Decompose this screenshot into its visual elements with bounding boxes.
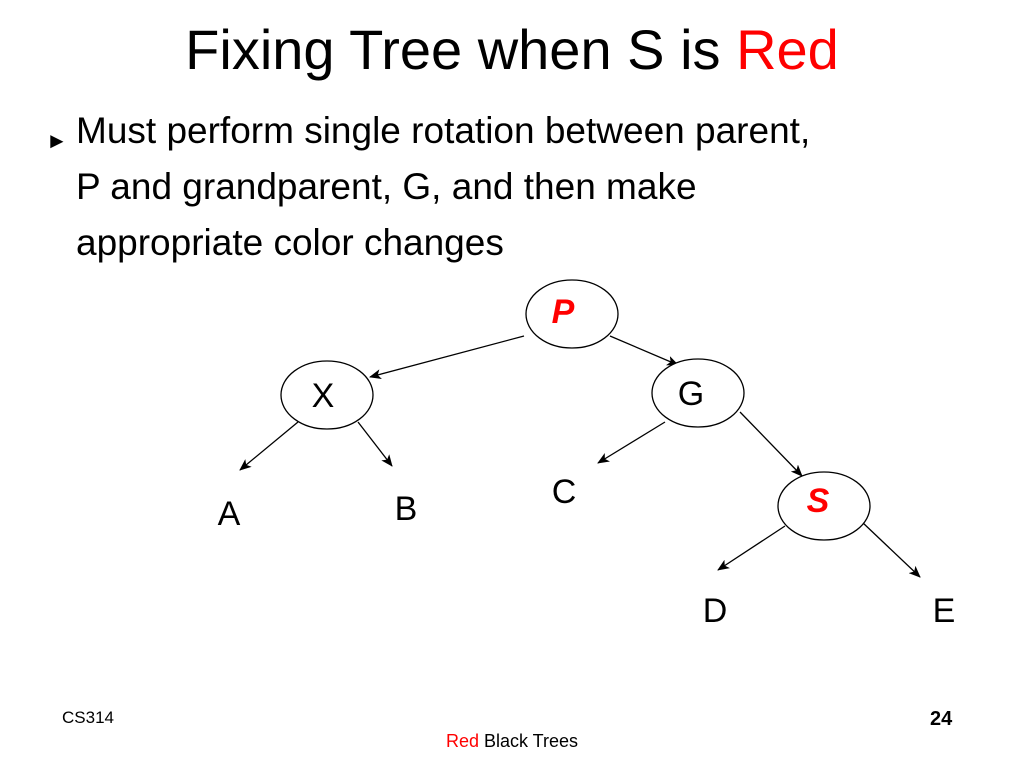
node-p-label: P [552, 293, 575, 331]
edge-g-c [597, 421, 666, 464]
edge-x-a [239, 421, 299, 471]
node-p: P [525, 279, 619, 349]
page-number: 24 [930, 708, 953, 730]
bullet-line-2: P and grandparent, G, and then make [76, 166, 697, 207]
edge-p-x [369, 335, 525, 380]
leaf-d: D [703, 592, 728, 630]
bullet-arrow-icon: ► [46, 128, 68, 153]
node-g: G [651, 358, 745, 428]
leaf-c: C [552, 473, 577, 511]
title-prefix: Fixing Tree when S is [185, 18, 737, 81]
bullet-line-1: Must perform single rotation between par… [76, 110, 811, 151]
footer-topic: Red Black Trees [0, 731, 1024, 752]
node-s-label: S [807, 482, 830, 520]
node-g-label: G [678, 375, 704, 413]
leaf-a: A [218, 495, 241, 533]
node-s: S [777, 471, 871, 541]
leaf-b: B [395, 490, 418, 528]
edge-s-e [861, 521, 921, 578]
footer-topic-accent: Red [445, 731, 479, 751]
footer-course: CS314 [62, 708, 114, 727]
node-x-label: X [312, 377, 335, 415]
node-x: X [280, 360, 374, 430]
footer-topic-rest: Black Trees [478, 731, 579, 751]
edge-x-b [357, 421, 393, 467]
bullet-point: ► Must perform single rotation between p… [46, 103, 1006, 271]
bullet-line-3: appropriate color changes [76, 222, 504, 263]
slide-title: Fixing Tree when S is Red [0, 12, 1024, 88]
edge-g-s [739, 411, 803, 477]
leaf-e: E [933, 592, 956, 630]
edge-s-d [717, 525, 786, 571]
title-accent: Red [736, 18, 839, 81]
edge-p-g [609, 335, 679, 366]
bullet-text: Must perform single rotation between par… [46, 103, 1006, 271]
